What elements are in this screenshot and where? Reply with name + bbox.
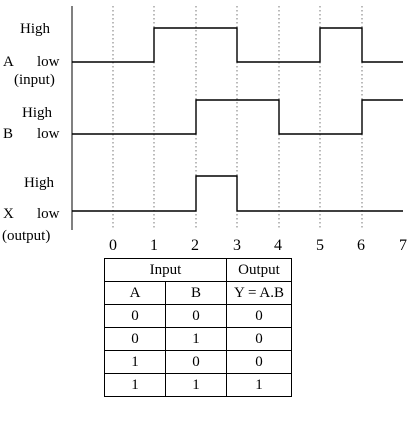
- signal-b-waveform: [72, 99, 403, 135]
- table-row: 0 1 0: [104, 327, 292, 351]
- truth-table: Input Output A B Y = A.B 0 0 0 0 1 0 1 0…: [104, 258, 292, 397]
- cell-a: 1: [104, 373, 166, 397]
- time-axis-ticks: 0 1 2 3 4 5 6 7: [109, 237, 407, 250]
- signal-x-waveform: [72, 175, 403, 212]
- signal-b-name: B: [3, 126, 13, 142]
- time-guide-lines: [71, 6, 363, 230]
- input-group-header: Input: [104, 258, 227, 282]
- table-row: 1 1 1: [104, 373, 292, 397]
- cell-b: 0: [165, 304, 227, 328]
- time-tick-label: 0: [109, 237, 117, 250]
- truth-table-column-header: A B Y = A.B: [104, 281, 292, 305]
- cell-y: 0: [226, 327, 292, 351]
- column-a-header: A: [104, 281, 166, 305]
- signal-b-low-label: low: [37, 126, 60, 142]
- cell-a: 1: [104, 350, 166, 374]
- time-tick-label: 4: [274, 237, 282, 250]
- signal-x-low-label: low: [37, 206, 60, 222]
- signal-x-high-label: High: [24, 175, 55, 191]
- cell-y: 1: [226, 373, 292, 397]
- table-row: 0 0 0: [104, 304, 292, 328]
- signal-a-sublabel: (input): [14, 72, 55, 88]
- output-group-header: Output: [226, 258, 292, 282]
- signal-b-high-label: High: [22, 105, 53, 121]
- column-b-header: B: [165, 281, 227, 305]
- timing-diagram: High A low (input) High B low High X low…: [2, 6, 407, 250]
- cell-y: 0: [226, 350, 292, 374]
- time-tick-label: 3: [233, 237, 241, 250]
- signal-a-high-label: High: [20, 21, 51, 37]
- cell-a: 0: [104, 327, 166, 351]
- cell-b: 0: [165, 350, 227, 374]
- cell-a: 0: [104, 304, 166, 328]
- signal-x-sublabel: (output): [2, 228, 50, 244]
- truth-table-group-header: Input Output: [104, 258, 292, 282]
- time-tick-label: 2: [191, 237, 199, 250]
- column-y-header: Y = A.B: [226, 281, 292, 305]
- cell-y: 0: [226, 304, 292, 328]
- cell-b: 1: [165, 327, 227, 351]
- time-tick-label: 5: [316, 237, 324, 250]
- signal-a-name: A: [3, 54, 14, 70]
- time-tick-label: 1: [150, 237, 158, 250]
- table-row: 1 0 0: [104, 350, 292, 374]
- signal-a-waveform: [72, 27, 403, 63]
- time-tick-label: 6: [357, 237, 365, 250]
- time-tick-label: 7: [399, 237, 407, 250]
- signal-x-name: X: [3, 206, 14, 222]
- cell-b: 1: [165, 373, 227, 397]
- signal-a-low-label: low: [37, 54, 60, 70]
